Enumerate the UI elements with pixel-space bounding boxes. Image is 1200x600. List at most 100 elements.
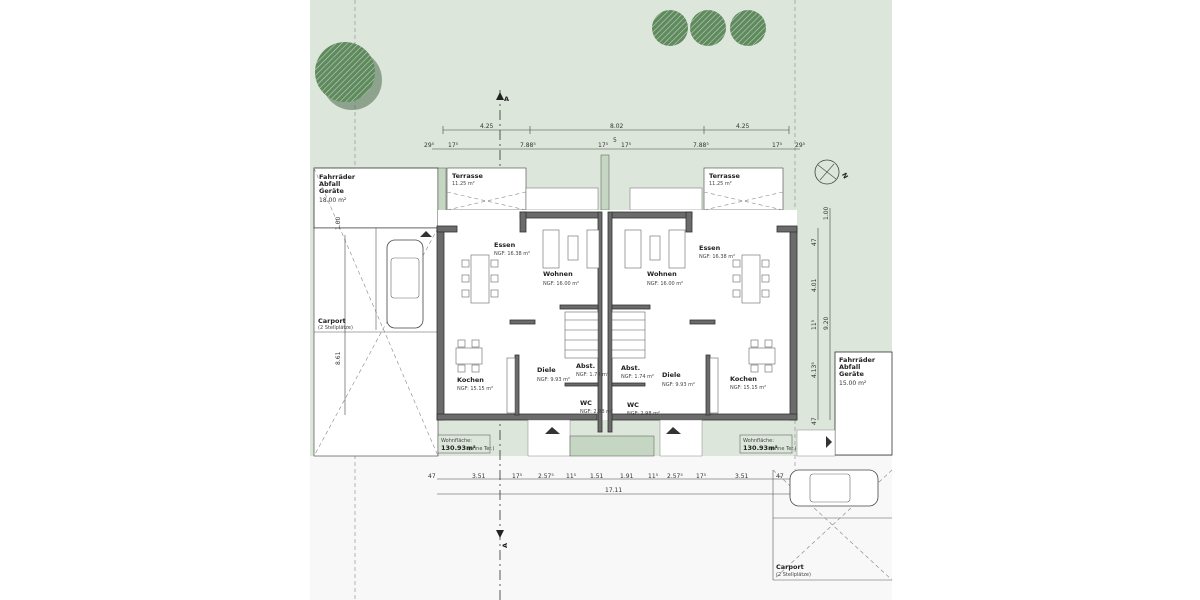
plan-label: Abst. bbox=[621, 364, 640, 372]
entry-arrow-icon bbox=[826, 436, 832, 448]
plan-label: Diele bbox=[537, 366, 556, 374]
tree-icon bbox=[315, 42, 382, 110]
plan-label: 2.57⁵ bbox=[538, 473, 554, 480]
plan-label: 3.51 bbox=[472, 473, 486, 480]
plan-label: 17⁵ bbox=[696, 473, 707, 480]
plan-label: Wohnen bbox=[647, 270, 677, 278]
plan-label: 15.00 m² bbox=[839, 380, 867, 387]
plan-label: 130.93m² bbox=[441, 444, 476, 452]
plan-label: Abfall bbox=[839, 363, 860, 371]
plan-label: 29⁵ bbox=[424, 142, 435, 149]
plan-label: NGF: 1.74 m² bbox=[576, 372, 609, 378]
plan-label: Essen bbox=[494, 241, 516, 249]
plan-label: Fahrräder bbox=[319, 173, 356, 181]
unit-right: Essen NGF: 16.38 m² Wohnen NGF: 16.00 m²… bbox=[621, 244, 766, 417]
plan-label: 8.02 bbox=[610, 123, 624, 130]
plan-label: 17⁵ bbox=[621, 142, 632, 149]
dimension-top: 4.25 8.02 4.25 29⁵ 17⁵ 7.88⁵ 17⁵ 5 17⁵ 7… bbox=[424, 123, 806, 150]
section-label: A bbox=[504, 95, 509, 103]
plan-label: Geräte bbox=[319, 187, 344, 195]
entry-arrow-icon bbox=[545, 427, 560, 434]
plan-label: 5 bbox=[613, 137, 617, 144]
plan-label: (ohne Ter.) bbox=[770, 446, 796, 452]
dimension-right: 47 4.01 11⁵ 4.13⁵ 47 1.00 9.20 bbox=[811, 206, 831, 425]
plan-label: Carport bbox=[776, 563, 804, 571]
section-label: A bbox=[501, 543, 509, 548]
plan-label: 11.25 m² bbox=[709, 181, 732, 187]
plan-label: 4.13⁵ bbox=[811, 362, 818, 378]
entry-arrow-icon bbox=[420, 231, 432, 237]
stairs bbox=[564, 311, 646, 359]
plan-label: 11⁵ bbox=[811, 319, 818, 330]
plan-label: 130.93m² bbox=[743, 444, 778, 452]
plan-label: 1.00 bbox=[335, 216, 342, 230]
sofa bbox=[542, 229, 686, 269]
plan-label: 7.88⁵ bbox=[693, 142, 709, 149]
plan-label: 17⁵ bbox=[512, 473, 523, 480]
plan-label: 4.01 bbox=[811, 278, 818, 292]
plan-label: 11⁵ bbox=[566, 473, 577, 480]
plan-label: 17.11 bbox=[605, 487, 622, 494]
right-shed bbox=[834, 351, 893, 456]
plan-label: 7.88⁵ bbox=[520, 142, 536, 149]
plan-label: Abst. bbox=[576, 362, 595, 370]
plan-label: Terrasse bbox=[709, 172, 741, 180]
dimension-bottom: 47 3.51 17⁵ 2.57⁵ 11⁵ 1.51 1.91 11⁵ 2.57… bbox=[428, 473, 797, 495]
section-marker-icon bbox=[496, 92, 504, 100]
plan-label: (2 Stellplätze) bbox=[318, 325, 353, 331]
plan-label: 47 bbox=[811, 417, 818, 425]
plan-label: 3.51 bbox=[735, 473, 749, 480]
plan-label: NGF: 2.98 m² bbox=[580, 409, 613, 415]
living-area-box-right: Wohnfläche: 130.93m² (ohne Ter.) bbox=[739, 434, 796, 454]
plan-label: 9.20 bbox=[823, 316, 830, 330]
unit-left: Essen NGF: 16.38 m² Wohnen NGF: 16.00 m²… bbox=[457, 241, 613, 415]
plan-label: NGF: 1.74 m² bbox=[621, 374, 654, 380]
plan-label: 1.00 bbox=[823, 206, 830, 220]
plan-label: Essen bbox=[699, 244, 721, 252]
plan-label: 17⁵ bbox=[598, 142, 609, 149]
plan-label: Carport bbox=[318, 317, 346, 325]
plan-label: Wohnfläche: bbox=[743, 438, 774, 444]
plan-label: WC bbox=[580, 399, 592, 407]
tree-icon bbox=[730, 10, 766, 46]
plan-label: Diele bbox=[662, 371, 681, 379]
plan-label: Kochen bbox=[457, 376, 484, 384]
dining-table bbox=[732, 254, 770, 304]
plan-label: NGF: 9.93 m² bbox=[537, 377, 570, 383]
tree-icon bbox=[652, 10, 688, 46]
plan-label: (ohne Ter.) bbox=[468, 446, 494, 452]
plan-label: Abfall bbox=[319, 180, 340, 188]
plan-label: (2 Stellplätze) bbox=[776, 572, 811, 578]
right-carport: Carport (2 Stellplätze) bbox=[772, 469, 893, 581]
plan-label: Wohnen bbox=[543, 270, 573, 278]
entry-arrow-icon bbox=[666, 427, 681, 434]
north-label: N bbox=[840, 171, 850, 180]
living-area-box-left: Wohnfläche: 130.93m² (ohne Ter.) bbox=[437, 434, 494, 454]
plan-label: 29⁵ bbox=[795, 142, 806, 149]
plan-label: 17⁵ bbox=[772, 142, 783, 149]
plan-label: NGF: 16.38 m² bbox=[699, 254, 735, 260]
terrace-left bbox=[446, 167, 527, 211]
car-icon bbox=[386, 239, 424, 329]
plan-label: 18.00 m² bbox=[319, 197, 347, 204]
tree-icon bbox=[690, 10, 726, 46]
plan-label: 4.25 bbox=[480, 123, 494, 130]
plan-label: NGF: 16.38 m² bbox=[494, 251, 530, 257]
plan-label: NGF: 9.93 m² bbox=[662, 382, 695, 388]
plan-label: Terrasse bbox=[452, 172, 484, 180]
car-icon bbox=[789, 469, 879, 507]
plan-label: 11.25 m² bbox=[452, 181, 475, 187]
section-marker-icon bbox=[496, 530, 504, 538]
plan-label: NGF: 2.98 m² bbox=[627, 411, 660, 417]
planter bbox=[569, 435, 655, 457]
kitchen-counter bbox=[506, 357, 719, 414]
plan-label: 2.57⁵ bbox=[667, 473, 683, 480]
plan-label: NGF: 15.15 m² bbox=[457, 386, 493, 392]
plan-label: NGF: 16.00 m² bbox=[543, 281, 579, 287]
plan-label: 47 bbox=[811, 238, 818, 246]
plan-label: Kochen bbox=[730, 375, 757, 383]
plan-label: Fahrräder bbox=[839, 356, 876, 364]
north-arrow-icon bbox=[814, 159, 840, 185]
plan-label: 1.51 bbox=[590, 473, 604, 480]
